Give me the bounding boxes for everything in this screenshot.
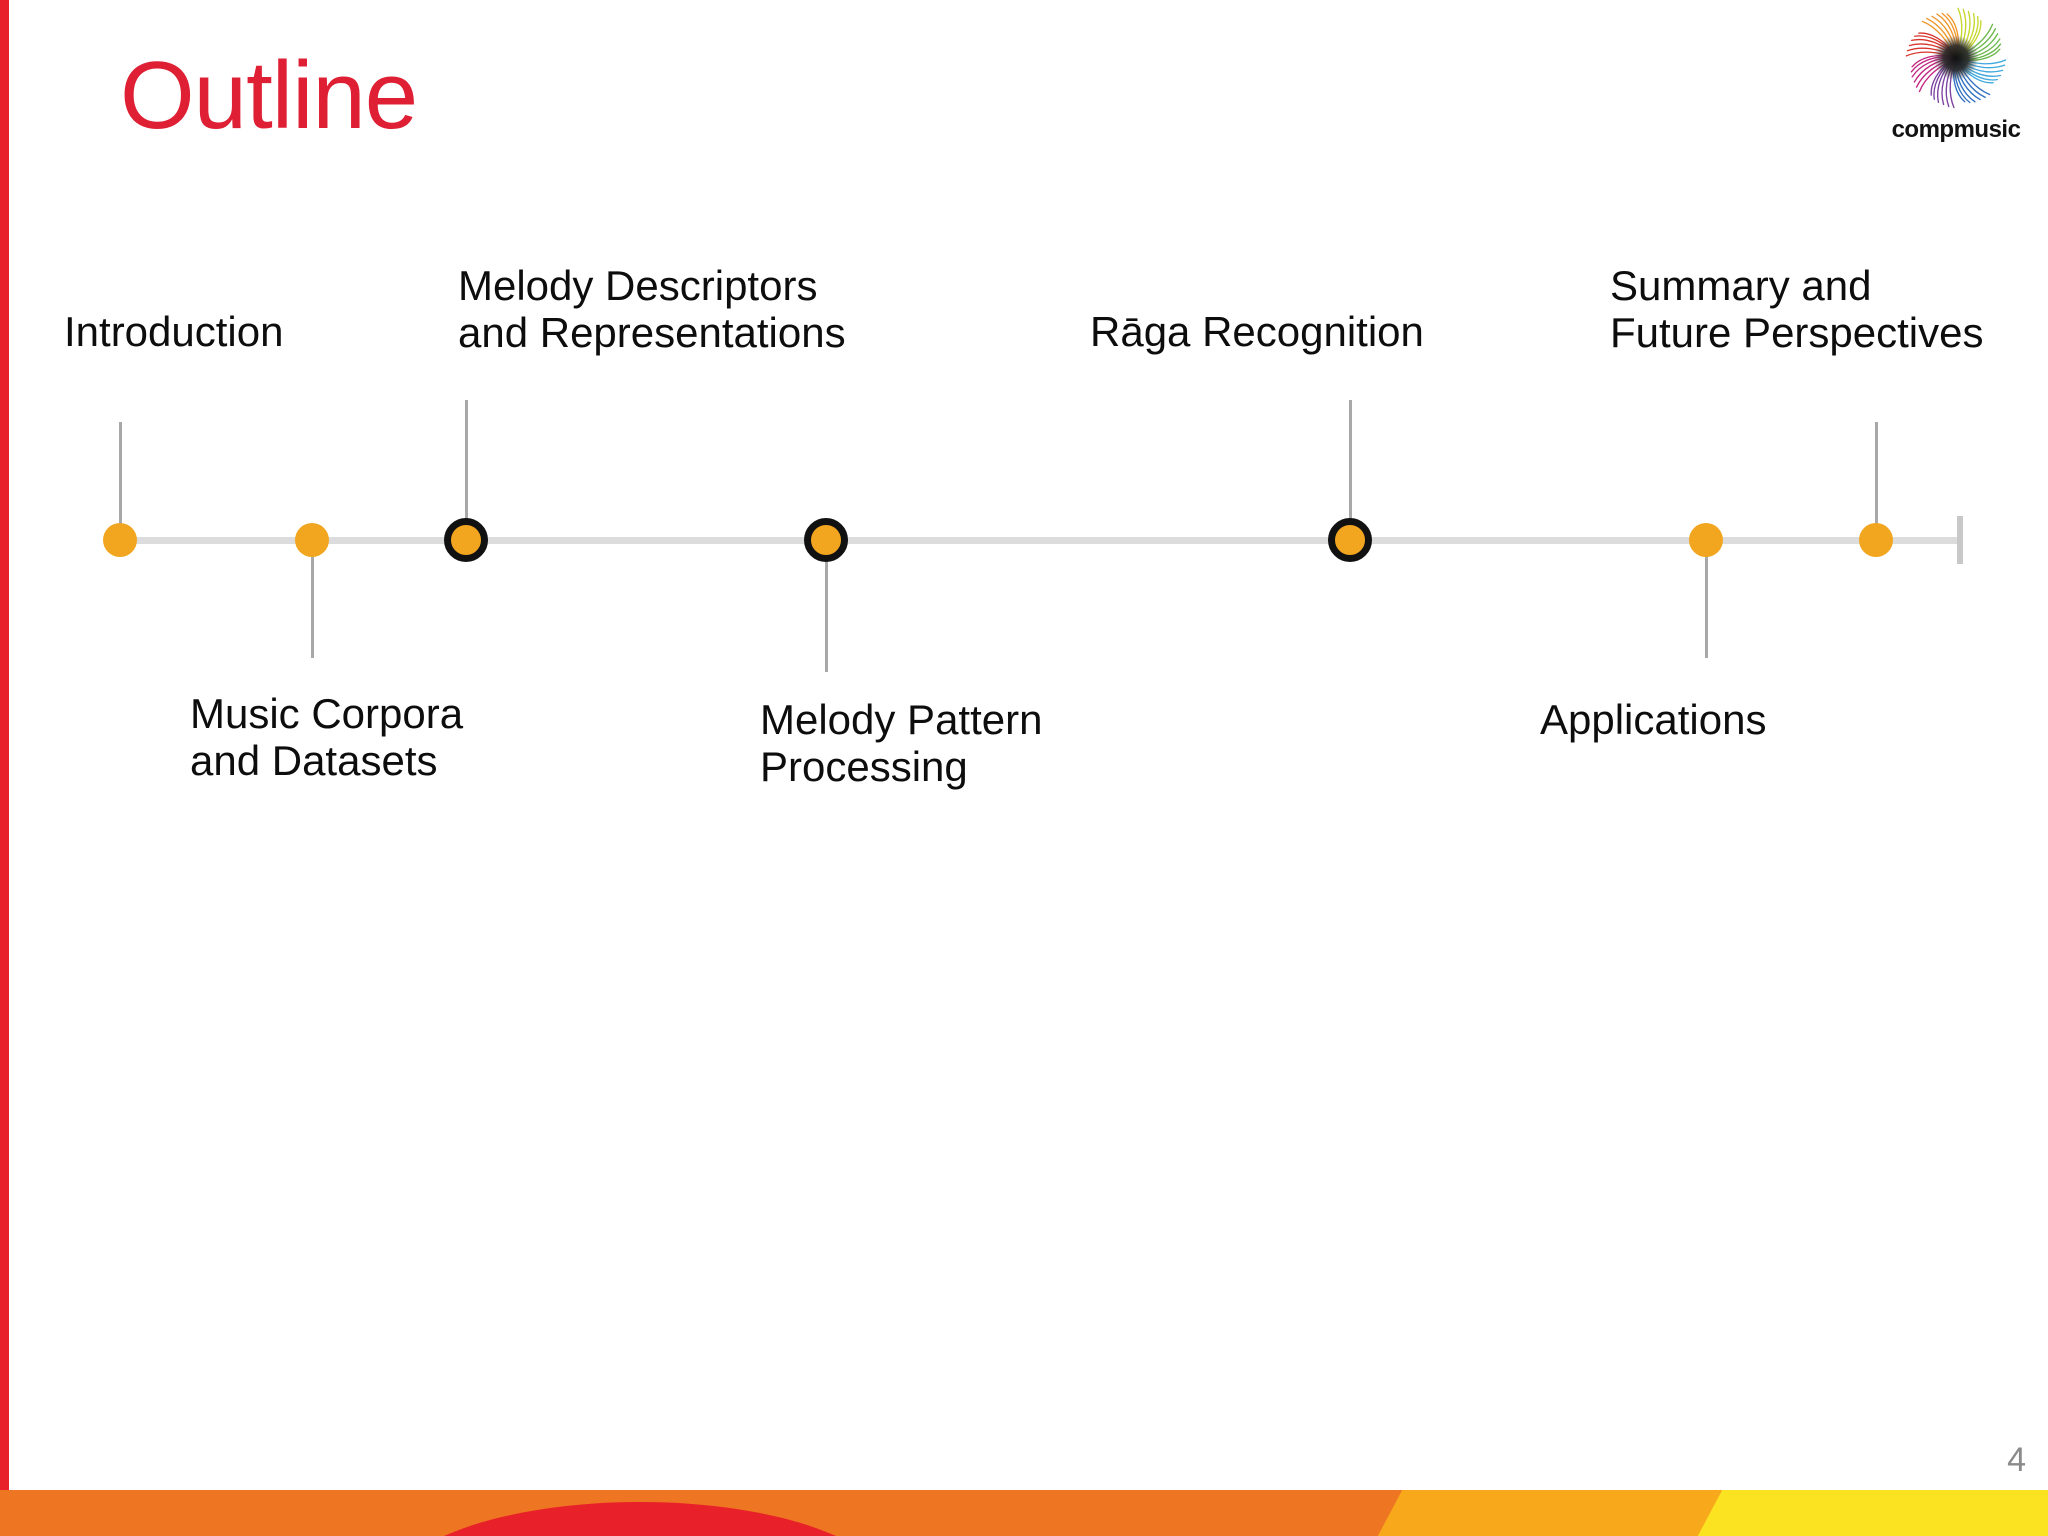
timeline-stem <box>119 422 122 540</box>
compmusic-wordmark: compmusic <box>1891 116 2021 143</box>
timeline-stem <box>1349 400 1352 540</box>
compmusic-logo: compmusic <box>1882 2 2030 154</box>
timeline-node-dot[interactable] <box>1689 523 1723 557</box>
timeline-node-dot[interactable] <box>1859 523 1893 557</box>
footer-band-yellow <box>1697 1490 2048 1536</box>
page-title: Outline <box>120 42 418 149</box>
timeline-node-dot[interactable] <box>103 523 137 557</box>
timeline-node-label[interactable]: Melody Pattern Processing <box>760 696 1043 791</box>
timeline-stem <box>1705 540 1708 658</box>
timeline-node-label[interactable]: Music Corpora and Datasets <box>190 690 464 785</box>
page-number: 4 <box>2007 1441 2026 1479</box>
timeline-node-label[interactable]: Rāga Recognition <box>1090 308 1424 355</box>
timeline-end-cap <box>1957 516 1963 564</box>
footer-decoration <box>0 1490 2048 1536</box>
timeline-node-label[interactable]: Summary and Future Perspectives <box>1610 262 1984 357</box>
timeline-stem <box>311 540 314 658</box>
compmusic-spiral-icon <box>1905 7 2007 109</box>
timeline-stem <box>825 540 828 672</box>
timeline-node-dot[interactable] <box>1328 518 1372 562</box>
timeline-node-dot[interactable] <box>804 518 848 562</box>
timeline-node-dot[interactable] <box>444 518 488 562</box>
timeline-axis <box>120 537 1960 544</box>
timeline-node-label[interactable]: Introduction <box>64 308 284 355</box>
left-accent-stripe <box>0 0 9 1536</box>
timeline-node-label[interactable]: Melody Descriptors and Representations <box>458 262 846 357</box>
timeline-node-label[interactable]: Applications <box>1540 696 1767 743</box>
timeline-node-dot[interactable] <box>295 523 329 557</box>
timeline-stem <box>465 400 468 540</box>
timeline-stem <box>1875 422 1878 540</box>
